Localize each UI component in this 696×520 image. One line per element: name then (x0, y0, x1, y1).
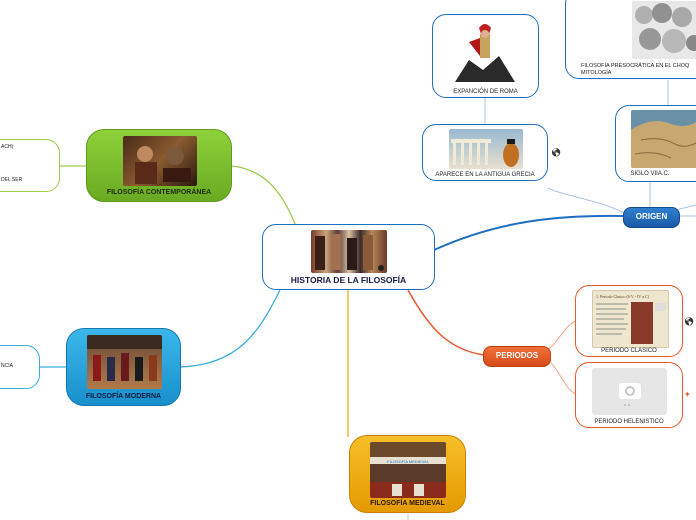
helenistico-label: PERIODO HELENISTICO (594, 419, 664, 425)
presocratica-label-1: FILOSOFÍA PRESOCRÁTICA EN EL CHOQ (581, 63, 690, 69)
roma-node[interactable]: EXPANCIÓN DE ROMA (432, 14, 539, 98)
roma-image (449, 20, 521, 84)
clasico-node[interactable]: 1. Periodo Clasico (S V - IV a.C) PERIOD… (575, 285, 683, 357)
moderna-image (87, 335, 162, 389)
siglo-image (631, 110, 696, 168)
globe-icon[interactable]: 🌎︎ (551, 148, 562, 157)
root-image (311, 230, 387, 273)
contemporanea-title: FILOSOFÍA CONTEMPORÁNEA (106, 189, 212, 196)
contemporanea-child-text-2: DEL SER (1, 177, 23, 183)
presocratica-label-2: MITOLOGÍA (581, 70, 612, 76)
siglo-label: SIGLO VIIa.c. (630, 171, 670, 177)
roma-label: EXPANCIÓN DE ROMA (453, 89, 518, 95)
contemporanea-child-text-1: ACH) (1, 144, 14, 150)
contemporanea-image (123, 136, 197, 186)
clasico-label: PERIODO CLASICO (601, 348, 657, 354)
periodos-pill[interactable]: PERIODOS (483, 346, 551, 367)
medieval-node[interactable]: FILOSOFÍA MEDIEVAL FILOSOFÍA MEDIEVAL (349, 435, 466, 513)
contemporanea-child[interactable]: ACH) DEL SER (0, 139, 60, 192)
helenistico-image-placeholder (592, 368, 667, 415)
contemporanea-node[interactable]: FILOSOFÍA CONTEMPORÁNEA (86, 129, 232, 202)
moderna-title: FILOSOFÍA MODERNA (85, 393, 162, 400)
origen-label: ORIGEN (635, 212, 668, 221)
medieval-title: FILOSOFÍA MEDIEVAL (370, 500, 445, 507)
periodos-label: PERIODOS (495, 351, 539, 360)
origen-pill[interactable]: ORIGEN (623, 207, 680, 228)
grecia-label: APARECE EN LA ANTIGUA GRECIA (435, 172, 535, 178)
siglo-node[interactable]: SIGLO VIIa.c. (615, 105, 696, 182)
moderna-node[interactable]: FILOSOFÍA MODERNA (66, 328, 181, 406)
clasico-image: 1. Periodo Clasico (S V - IV a.C) (592, 290, 669, 348)
globe-icon-clasico[interactable]: 🌎︎ (684, 317, 695, 326)
link-icon[interactable]: ✦ (684, 390, 691, 399)
medieval-image-caption: FILOSOFÍA MEDIEVAL (387, 459, 429, 464)
moderna-child[interactable]: NCIA (0, 345, 40, 389)
presocratica-image (632, 1, 696, 59)
helenistico-node[interactable]: PERIODO HELENISTICO (575, 362, 683, 428)
grecia-image (449, 129, 523, 169)
grecia-node[interactable]: APARECE EN LA ANTIGUA GRECIA (422, 124, 548, 181)
presocratica-node[interactable]: FILOSOFÍA PRESOCRÁTICA EN EL CHOQ MITOLO… (565, 0, 696, 79)
root-node[interactable]: HISTORIA DE LA FILOSOFÍA (262, 224, 435, 290)
clasico-slide-title: 1. Periodo Clasico (S V - IV a.C) (596, 294, 650, 299)
root-title: HISTORIA DE LA FILOSOFÍA (290, 275, 407, 285)
medieval-image: FILOSOFÍA MEDIEVAL (370, 442, 446, 498)
moderna-child-text: NCIA (1, 363, 13, 369)
